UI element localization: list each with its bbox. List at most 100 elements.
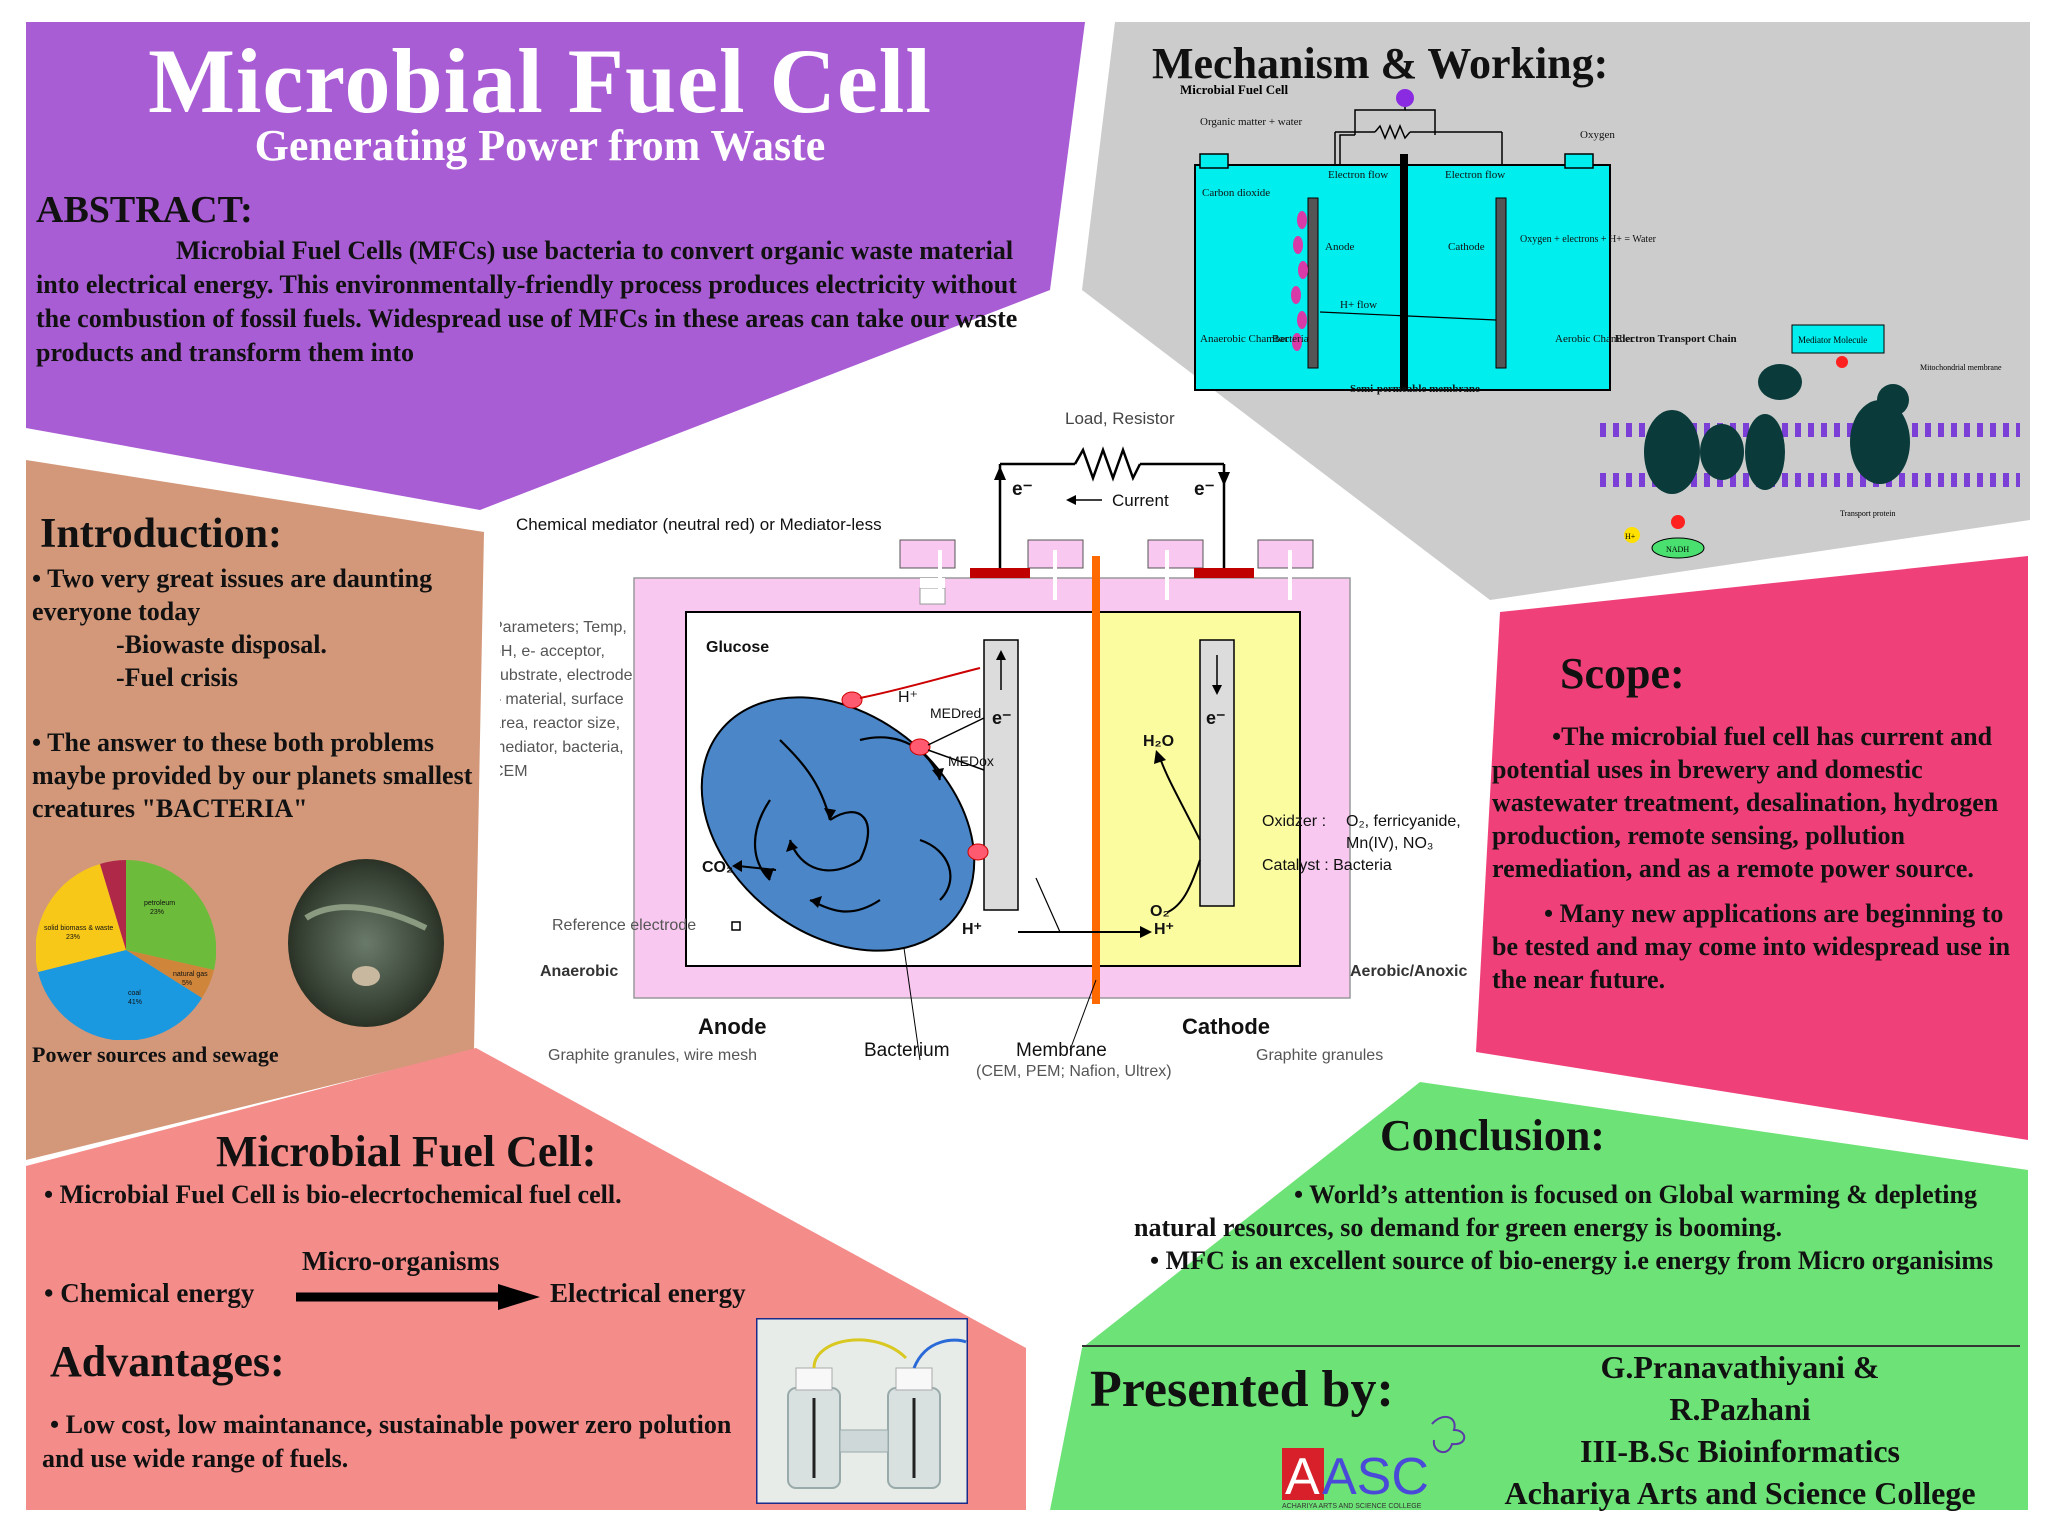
hplus-top-label: H⁺ xyxy=(898,689,918,706)
svg-text:23%: 23% xyxy=(150,909,164,916)
med-red-label: MEDred xyxy=(930,705,981,721)
bulb-icon xyxy=(1396,89,1414,107)
svg-text:41%: 41% xyxy=(128,999,142,1006)
complex-1 xyxy=(1644,410,1700,494)
intro-bullet-1: • Two very great issues are daunting eve… xyxy=(32,564,433,626)
bacteria-cluster xyxy=(1291,211,1308,351)
panel-title-bg xyxy=(26,22,1085,510)
mech-anaerobic-label: Anaerobic Chamber xyxy=(1200,333,1289,345)
anode-cap xyxy=(899,539,956,569)
mech-cathode xyxy=(1495,197,1507,369)
logo-subtext: ACHARIYA ARTS AND SCIENCE COLLEGE xyxy=(1282,1503,1422,1510)
bacterium-cell xyxy=(700,696,976,952)
pie-label-coal: coal xyxy=(128,990,141,997)
anode-electron-label: e⁻ xyxy=(992,708,1012,728)
intro-item-2: -Fuel crisis xyxy=(116,663,239,692)
mech-anode-label: Anode xyxy=(1325,241,1354,253)
mechanism-diagram: Microbial Fuel Cell Organic matter + wat… xyxy=(1180,82,2020,559)
intro-item-1: -Biowaste disposal. xyxy=(116,630,327,659)
mech-cathode-label: Cathode xyxy=(1448,241,1485,253)
membrane-bar xyxy=(1092,556,1100,1004)
pie-slice-natural-gas xyxy=(126,950,214,998)
conclusion-bullet-2: • MFC is an excellent source of bio-ener… xyxy=(1150,1246,1994,1275)
conclusion-body: • World’s attention is focused on Global… xyxy=(1134,1178,2014,1277)
membrane-sub-label: (CEM, PEM; Nafion, Ultrex) xyxy=(976,1063,1172,1080)
cathode-chamber xyxy=(1095,611,1301,967)
poster-subtitle: Generating Power from Waste xyxy=(254,121,826,170)
param-line-6: mediator, bacteria, xyxy=(500,739,624,756)
anaerobic-label: Anaerobic xyxy=(540,963,618,980)
co2-label: CO₂ xyxy=(702,859,733,876)
presented-heading: Presented by: xyxy=(1090,1361,1394,1418)
logo-text: ASC xyxy=(1322,1448,1429,1506)
param-line-3: substrate, electrode xyxy=(500,667,633,684)
presenter-line-3: III-B.Sc Bioinformatics xyxy=(1580,1433,1900,1469)
presenter-line-1: G.Pranavathiyani & xyxy=(1600,1349,1880,1385)
complex-cytc xyxy=(1758,364,1802,400)
scope-heading: Scope: xyxy=(1560,649,1685,698)
complex-3 xyxy=(1745,414,1785,490)
mech-aerobic-label: Aerobic Chamber xyxy=(1555,333,1634,345)
chemical-energy-label: • Chemical energy xyxy=(44,1278,255,1308)
intro-body: • Two very great issues are daunting eve… xyxy=(32,562,482,825)
mech-eflow-left: Electron flow xyxy=(1328,169,1388,181)
anode-sub-label: Graphite granules, wire mesh xyxy=(548,1047,757,1064)
bacterium-label: Bacterium xyxy=(864,1040,950,1061)
membrane-label: Membrane xyxy=(1016,1040,1107,1061)
svg-text:23%: 23% xyxy=(66,934,80,941)
conclusion-bullet-1: • World’s attention is focused on Global… xyxy=(1134,1180,1977,1242)
presenter-line-2: R.Pazhani xyxy=(1669,1391,1811,1427)
load-label: Load, Resistor xyxy=(1065,409,1175,428)
cathode-electron-label: e⁻ xyxy=(1206,708,1226,728)
mech-organic-label: Organic matter + water xyxy=(1200,116,1303,128)
center-mfc-diagram: Load, Resistor e⁻ e⁻ Current Chemical me… xyxy=(500,409,1467,1080)
etc-label: Electron Transport Chain xyxy=(1615,333,1737,345)
intro-caption: Power sources and sewage xyxy=(32,1042,279,1067)
atp-synthase xyxy=(1850,400,1910,484)
mech-oxygen-label: Oxygen xyxy=(1580,129,1615,141)
advantages-bullet: • Low cost, low maintanance, sustainable… xyxy=(42,1410,732,1473)
presenter-line-4: Achariya Arts and Science College xyxy=(1504,1475,1976,1511)
abstract-text: Microbial Fuel Cells (MFCs) use bacteria… xyxy=(36,236,1018,367)
abstract-heading: ABSTRACT: xyxy=(36,189,253,231)
aerobic-label: Aerobic/Anoxic xyxy=(1350,963,1467,980)
sewage-photo xyxy=(288,859,444,1027)
scope-bullet-1: •The microbial fuel cell has current and… xyxy=(1492,722,1999,883)
param-line-2: pH, e- acceptor, xyxy=(500,643,605,660)
hplus-label: H+ xyxy=(1625,532,1636,541)
mech-bacteria-label: Bacteria xyxy=(1272,333,1309,345)
electrical-energy-label: Electrical energy xyxy=(550,1278,746,1308)
mediator-sites xyxy=(841,691,989,861)
med-ox-label: MEDox xyxy=(948,753,994,769)
pie-slice-petroleum xyxy=(126,860,216,970)
pie-slice-solid-biomass xyxy=(36,864,126,972)
pie-label-gas: natural gas xyxy=(173,971,208,978)
mfc-setup-photo xyxy=(756,1318,968,1504)
mech-hflow-label: H+ flow xyxy=(1340,299,1377,311)
anode-label: Anode xyxy=(698,1014,766,1039)
param-line-1: Parameters; Temp, xyxy=(500,619,627,636)
presenters-block: G.Pranavathiyani & R.Pazhani III-B.Sc Bi… xyxy=(1460,1346,2020,1514)
cathode-label: Cathode xyxy=(1182,1014,1270,1039)
glucose-label: Glucose xyxy=(706,639,769,656)
oxidizer-val-2: Mn(IV), NO₃ xyxy=(1346,835,1433,852)
reference-electrode-icon xyxy=(731,921,741,931)
panel-scope-bg xyxy=(1476,556,2028,1140)
energy-arrow-icon xyxy=(296,1284,540,1310)
pie-slice-coal xyxy=(38,950,202,1040)
panel-conclusion-bg xyxy=(1050,1082,2028,1510)
advantages-heading: Advantages: xyxy=(50,1337,285,1386)
oxidizer-label: Oxidzer : xyxy=(1262,813,1326,830)
e-left-label: e⁻ xyxy=(1012,479,1033,500)
mech-membrane-label: Semi-permeable membrane xyxy=(1350,383,1480,395)
poster-title: Microbial Fuel Cell xyxy=(148,30,932,132)
transport-label: Transport protein xyxy=(1840,509,1895,518)
resistor-icon xyxy=(1374,124,1411,140)
scope-bullet-2: • Many new applications are beginning to… xyxy=(1492,899,2011,994)
mediator-molecule-box xyxy=(1791,324,1885,354)
hplus-left-label: H⁺ xyxy=(962,921,982,938)
mech-eflow-right: Electron flow xyxy=(1445,169,1505,181)
o2-label: O₂ xyxy=(1150,903,1170,920)
micro-organisms-label: Micro-organisms xyxy=(302,1246,500,1276)
oxidizer-val-1: O₂, ferricyanide, xyxy=(1346,813,1461,830)
